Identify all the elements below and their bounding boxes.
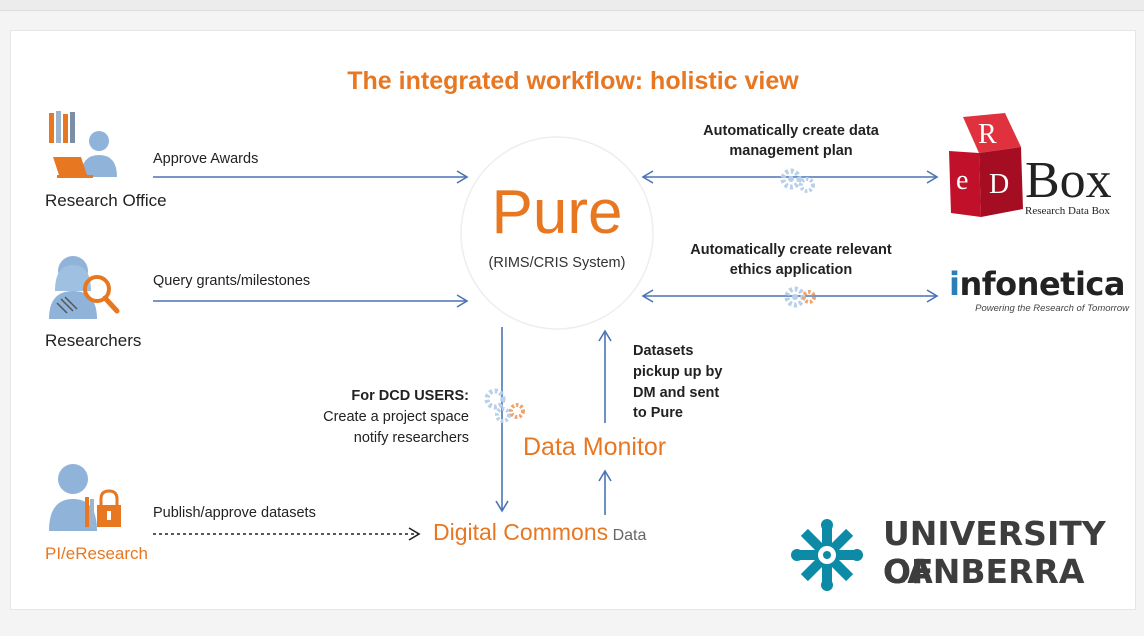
dcd-heading: For DCD USERS:	[351, 388, 469, 404]
data-monitor-node: Data Monitor	[523, 433, 667, 461]
redbox-subtitle: Research Data Box	[1025, 205, 1110, 217]
uc-line-2: CANBERRA	[883, 552, 1085, 591]
gears-icon	[784, 286, 816, 308]
ethics-line-1: Automatically create relevant	[690, 242, 892, 258]
infonetica-tagline: Powering the Research of Tomorrow	[975, 303, 1129, 314]
redbox-letter-d: D	[989, 169, 1010, 200]
infonetica-logo: infonetica Powering the Research of Tomo…	[949, 265, 1135, 314]
research-office-label: Research Office	[45, 191, 167, 210]
dmp-line-2: management plan	[729, 143, 853, 159]
infonetica-word: infonetica	[949, 265, 1125, 303]
publish-datasets-label: Publish/approve datasets	[153, 505, 316, 521]
datasets-line-4: to Pure	[633, 405, 683, 421]
dcd-line-1: Create a project space	[323, 409, 469, 425]
slide-title: The integrated workflow: holistic view	[347, 67, 799, 95]
gears-icon	[484, 388, 525, 423]
uc-snowflake-icon	[791, 519, 863, 591]
person-magnifier-icon	[49, 256, 120, 319]
researchers-label: Researchers	[45, 331, 142, 350]
digital-commons-title: Digital Commons	[433, 519, 609, 545]
window-top-bar	[0, 0, 1144, 11]
datasets-line-1: Datasets	[633, 343, 694, 359]
pure-node-title: Pure	[491, 178, 623, 247]
redbox-letter-r: R	[978, 119, 997, 150]
digital-commons-suffix: Data	[612, 527, 647, 544]
pure-node-subtitle: (RIMS/CRIS System)	[488, 255, 626, 271]
ethics-line-2: ethics application	[729, 262, 853, 278]
redbox-word: Box	[1025, 152, 1112, 209]
pure-circle	[460, 136, 654, 330]
gears-icon	[780, 168, 815, 193]
redbox-cube-icon	[949, 113, 1023, 217]
uc-line-1: UNIVERSITY OF	[883, 514, 1106, 591]
redbox-letter-e: e	[956, 165, 969, 196]
person-at-laptop-icon	[49, 111, 117, 178]
query-grants-label: Query grants/milestones	[153, 273, 311, 289]
person-padlock-icon	[49, 464, 121, 531]
datasets-line-3: DM and sent	[633, 385, 720, 401]
slide: The integrated workflow: holistic view	[10, 30, 1136, 610]
digital-commons-node: Digital Commons Data	[433, 519, 646, 546]
dcd-line-2: notify researchers	[353, 430, 469, 446]
datasets-line-2: pickup up by	[633, 364, 723, 380]
connector-lines	[153, 136, 939, 541]
approve-awards-label: Approve Awards	[153, 151, 259, 167]
dmp-line-1: Automatically create data	[703, 123, 879, 139]
redbox-logo: R e D Box Research Data Box	[945, 111, 1135, 226]
pi-eresearch-label: PI/eResearch	[45, 544, 148, 563]
